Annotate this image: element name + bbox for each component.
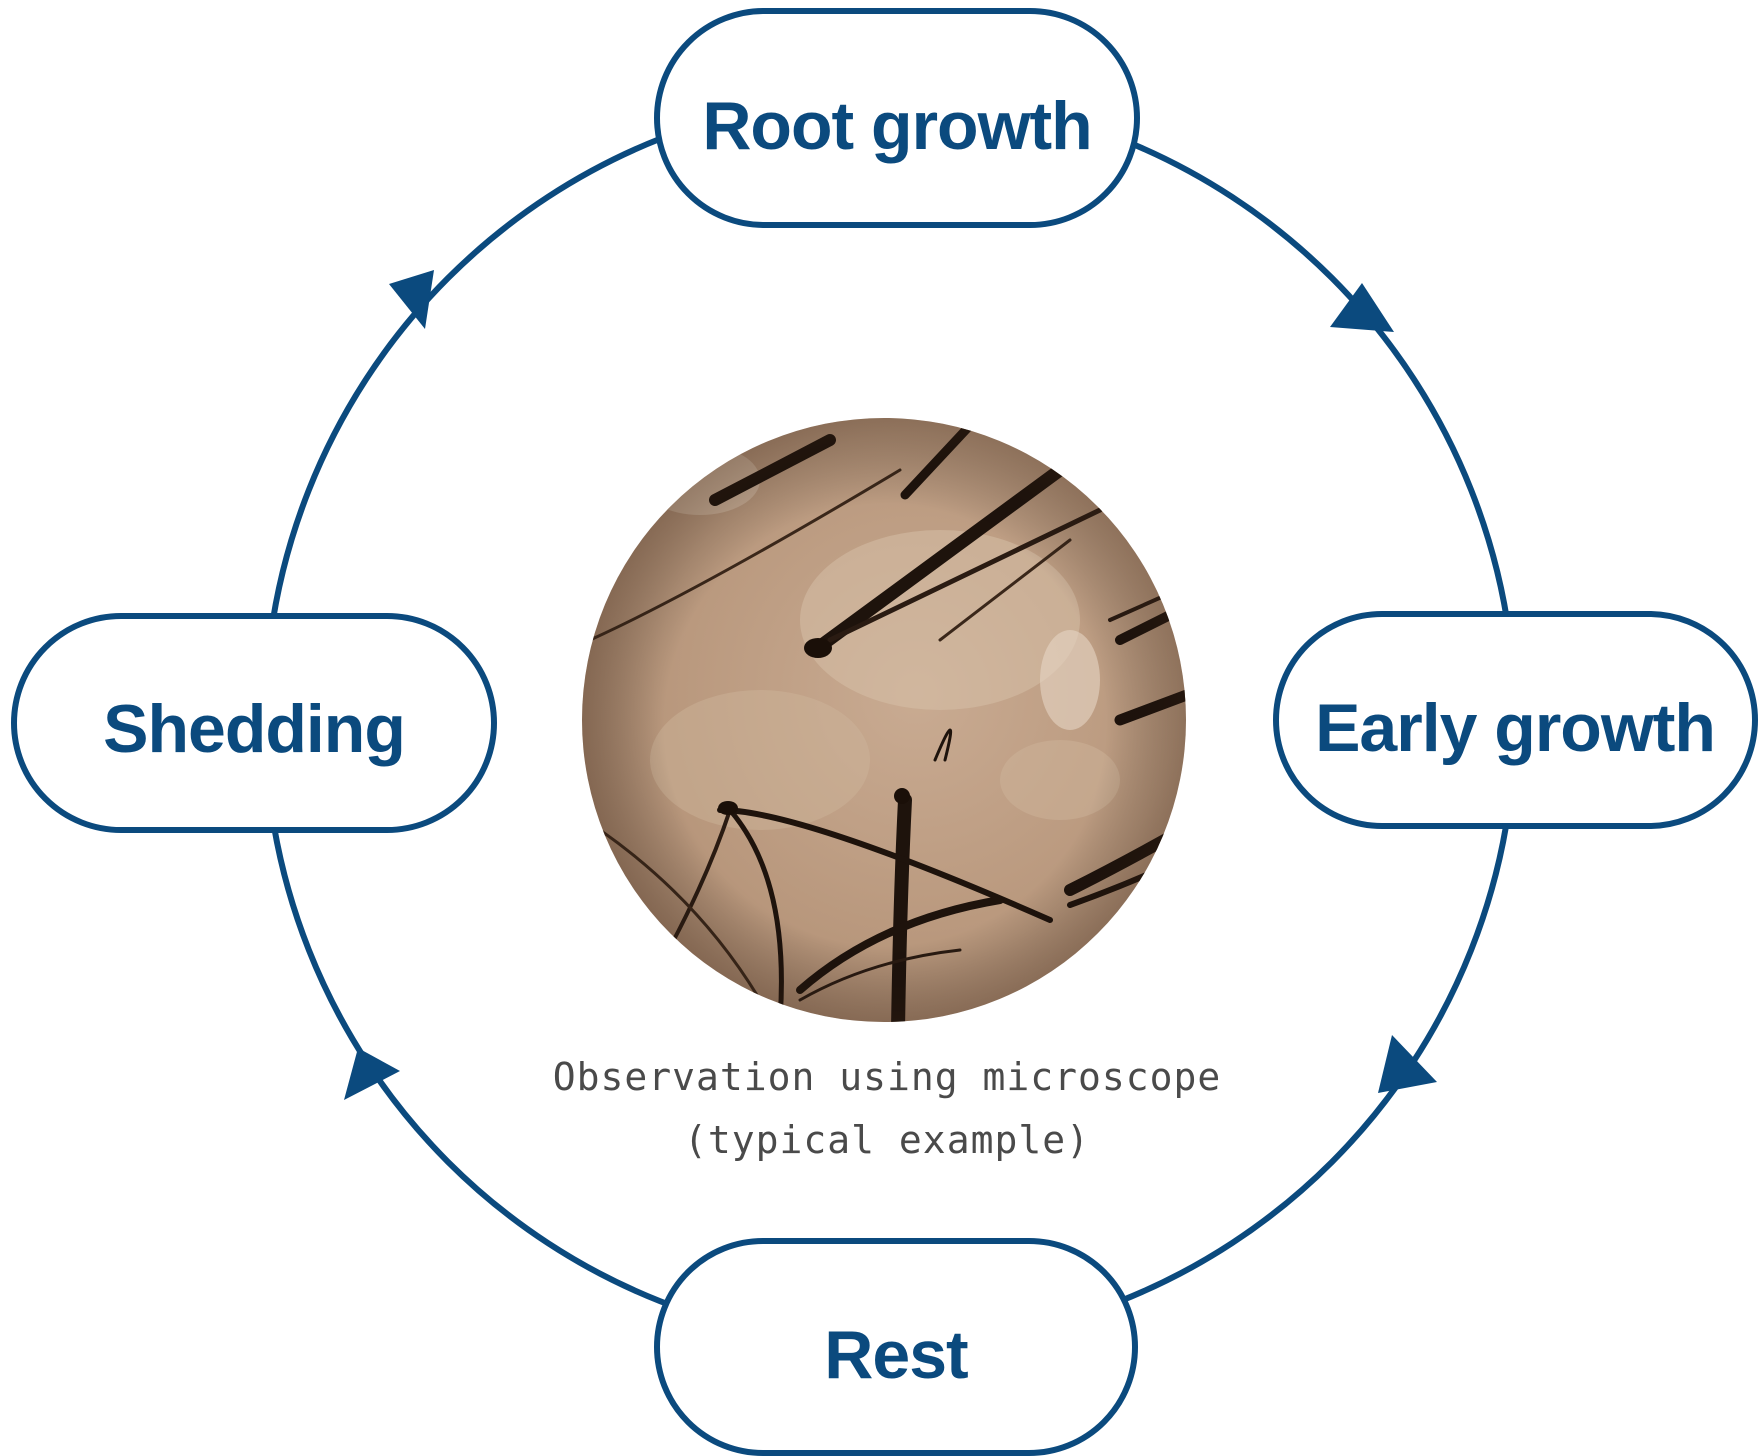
caption-line-1: Observation using microscope [553,1055,1222,1099]
stage-pill [654,1238,1138,1456]
stage-rest: Rest [654,1238,1138,1456]
stage-pill [11,613,497,833]
stage-label-early-growth: Early growth [1315,690,1715,766]
triangle-arrowhead-icon [1378,1035,1437,1093]
stage-root-growth: Root growth [654,8,1140,228]
stage-label-shedding: Shedding [103,691,405,767]
triangle-arrowhead-icon [344,1048,400,1100]
stage-pill [654,8,1140,228]
stage-label-root-growth: Root growth [702,88,1091,164]
caption-line-2: (typical example) [684,1118,1090,1162]
stage-early-growth: Early growth [1273,611,1758,829]
microscope-hair-follicle-photo [582,418,1186,1022]
stage-shedding: Shedding [11,613,497,833]
cycle-arrows [344,270,1437,1100]
stage-label-rest: Rest [824,1317,968,1393]
triangle-arrowhead-icon [1330,283,1394,332]
stage-pill [1273,611,1758,829]
triangle-arrowhead-icon [389,270,434,329]
